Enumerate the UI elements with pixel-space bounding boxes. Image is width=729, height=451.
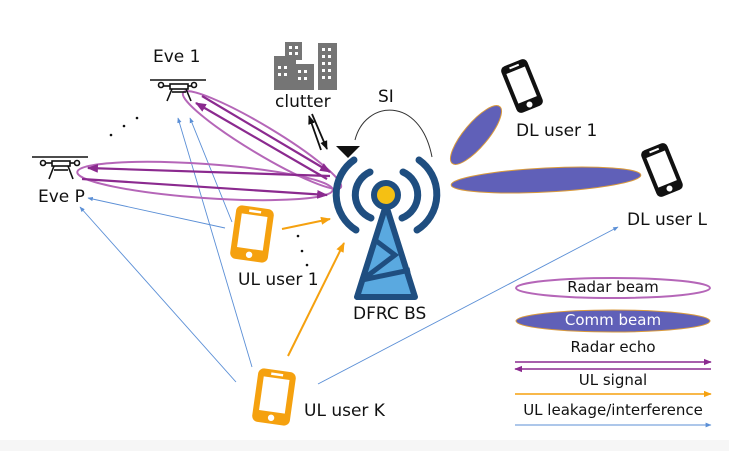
label-dl-user-l: DL user L (627, 210, 707, 230)
legend-radar-beam-swatch (515, 277, 711, 299)
ul-ellipsis-dots (296, 234, 309, 267)
si-arrow-head (336, 146, 360, 158)
leakage-ulk-to-eve1 (177, 117, 253, 368)
phone-icon-ulk (252, 368, 296, 426)
clutter-arrows (308, 113, 328, 151)
legend-radar-beam-label: Radar beam (567, 278, 659, 296)
drone-icon-evep (32, 156, 88, 180)
phone-icon-ul1 (230, 205, 274, 263)
label-eve-1: Eve 1 (153, 47, 201, 67)
radar-echo-arrows (81, 95, 331, 199)
label-clutter: clutter (275, 92, 331, 112)
label-si: SI (378, 87, 394, 107)
ul-leakage-lines (79, 117, 619, 385)
leakage-ulk-to-dll (317, 226, 619, 385)
ul-signal-arrows (281, 216, 345, 357)
legend-radar-echo-label: Radar echo (570, 338, 656, 356)
leakage-ul1-to-evep (87, 196, 226, 229)
leakage-ulk-to-evep (79, 206, 237, 383)
comm-beams (450, 105, 642, 194)
legend-ul-leakage-label: UL leakage/interference (523, 401, 703, 419)
si-loop (336, 109, 433, 158)
phone-icon-dll (641, 143, 683, 197)
label-ul-user-k: UL user K (304, 401, 385, 421)
legend-comm-beam-label: Comm beam (564, 311, 662, 329)
drone-icon-eve1 (150, 79, 206, 102)
label-eve-p: Eve P (38, 187, 85, 207)
legend-ul-signal-label: UL signal (578, 371, 648, 389)
radar-beam-evep (76, 160, 334, 202)
legend (514, 277, 712, 428)
phone-icon-dl1 (501, 59, 543, 113)
dfrc-bs-tower-icon (332, 156, 441, 300)
leakage-ul1-to-eve1 (189, 117, 233, 223)
legend-comm-beam-swatch (515, 309, 711, 333)
eve-ellipsis-dots (109, 116, 139, 137)
comm-beam-dll (450, 166, 642, 194)
label-dl-user-1: DL user 1 (516, 121, 598, 141)
label-dfrc-bs: DFRC BS (353, 304, 427, 324)
bottom-border (0, 440, 729, 451)
building-icon (274, 42, 337, 90)
label-ul-user-1: UL user 1 (238, 270, 319, 290)
comm-beam-dl1 (450, 105, 502, 165)
